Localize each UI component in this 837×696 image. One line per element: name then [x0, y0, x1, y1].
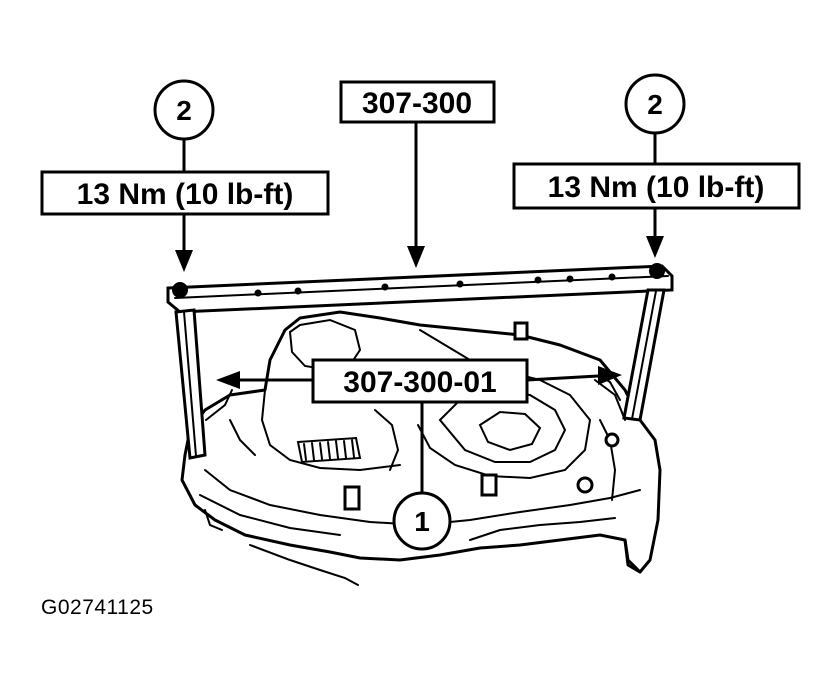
housing-bolt-boss	[480, 473, 498, 497]
svg-text:1: 1	[414, 506, 430, 537]
housing-bolt-boss	[343, 485, 361, 511]
callout-2-right: 2	[624, 73, 686, 135]
arrowhead-leg-right	[598, 366, 622, 385]
fixture-bar-hole	[566, 275, 574, 283]
svg-text:307-300-01: 307-300-01	[343, 366, 496, 399]
housing-bolt-boss	[513, 321, 529, 341]
fixture-bar-hole	[381, 283, 389, 291]
fixture-bar-hole	[456, 280, 464, 288]
arrowhead-leg-left	[216, 371, 240, 389]
svg-text:307-300: 307-300	[362, 87, 472, 120]
tool-label-307-300: 307-300	[339, 80, 496, 124]
tool-307-300-fixture	[166, 263, 674, 460]
figure-id: G02741125	[41, 596, 154, 619]
arrowhead-fixture-bar	[407, 246, 425, 268]
fixture-end-bolt-left	[172, 282, 188, 298]
fixture-bar-hole	[608, 273, 616, 281]
svg-text:13 Nm (10 lb-ft): 13 Nm (10 lb-ft)	[77, 178, 294, 211]
callout-1: 1	[392, 491, 452, 551]
fixture-bar-hole	[294, 287, 302, 295]
torque-label-right: 13 Nm (10 lb-ft)	[512, 162, 801, 210]
svg-text:13 Nm (10 lb-ft): 13 Nm (10 lb-ft)	[548, 171, 765, 204]
fixture-bar-hole	[254, 289, 262, 297]
torque-label-left: 13 Nm (10 lb-ft)	[40, 170, 330, 216]
callout-2-left: 2	[153, 79, 215, 141]
housing-bolt-boss	[576, 476, 594, 494]
svg-text:2: 2	[176, 95, 192, 126]
svg-text:2: 2	[647, 89, 663, 120]
arrowhead-left-bolt	[175, 250, 193, 272]
housing-bolt-boss	[604, 432, 620, 448]
leader-lines	[175, 122, 664, 495]
fixture-bar-hole	[534, 276, 542, 284]
fixture-end-bolt-right	[649, 263, 665, 279]
tool-label-307-300-01: 307-300-01	[311, 358, 529, 404]
arrowhead-right-bolt	[646, 236, 664, 258]
